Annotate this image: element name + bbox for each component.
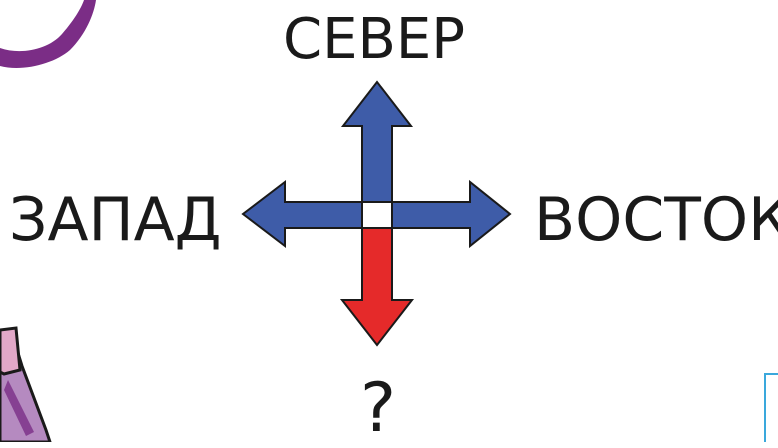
frame-corner	[764, 373, 778, 442]
arrow-west	[241, 179, 363, 249]
label-north: СЕВЕР	[283, 7, 466, 72]
label-west: ЗАПАД	[9, 185, 222, 255]
arrow-east	[391, 179, 512, 249]
arrow-south	[339, 227, 415, 347]
arrow-north	[340, 80, 414, 203]
label-east: ВОСТОК	[534, 185, 778, 255]
label-south-question: ?	[360, 369, 397, 448]
bottle-decor	[0, 326, 52, 442]
compass-center	[361, 201, 393, 229]
decor-swoosh	[0, 0, 96, 69]
